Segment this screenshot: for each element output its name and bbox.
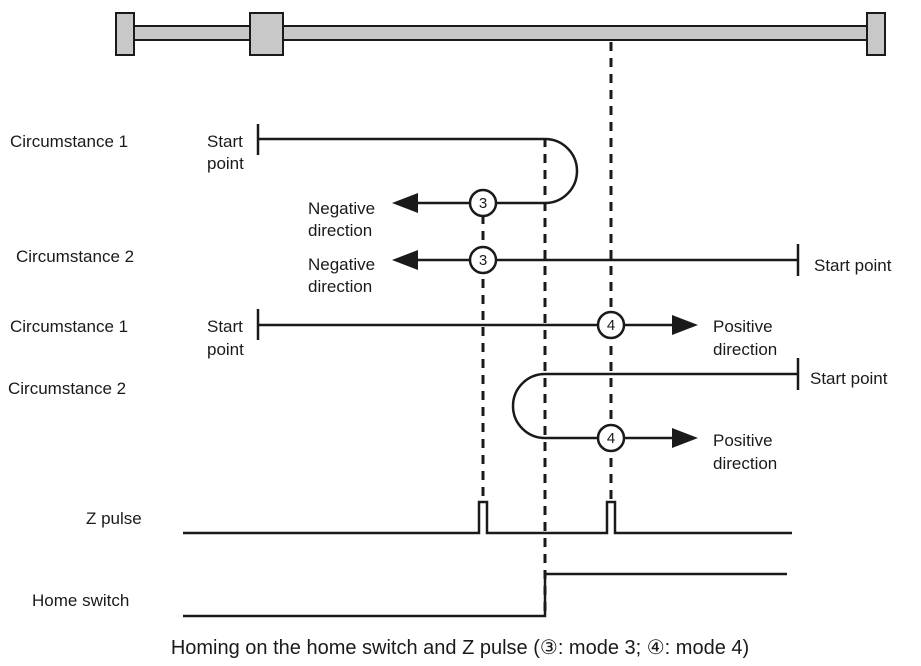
row2-circumstance-label: Circumstance 2 [16,247,134,266]
row4-arrowhead [672,428,698,448]
rail-left-end-block [115,12,135,56]
row1-start-label-line1: Start [207,132,243,151]
row4-direction-label-line1: Positive [713,431,773,450]
row1-circumstance-label: Circumstance 1 [10,132,128,151]
row-mode4-circumstance-2: Circumstance 2 4 Start point Positive di… [8,358,888,473]
row4-direction-label-line2: direction [713,454,777,473]
row1-start-label-line2: point [207,154,244,173]
row4-circumstance-label: Circumstance 2 [8,379,126,398]
row4-start-label: Start point [810,369,888,388]
row2-direction-label-line2: direction [308,277,372,296]
row3-mode4-marker-circle [596,310,626,340]
row1-arrowhead [392,193,418,213]
z-pulse-label: Z pulse [86,509,142,528]
row-mode3-circumstance-1: Circumstance 1 Start point 3 Negative di… [10,124,579,240]
row2-mode3-marker-text: 3 [479,252,487,269]
row1-direction-label-line2: direction [308,221,372,240]
row1-mode3-marker-text: 3 [479,195,487,212]
row-mode4-circumstance-1: Circumstance 1 Start point 4 Positive di… [10,309,777,359]
linear-axis-rail [115,12,886,56]
rail-right-end-block [866,12,886,56]
row3-mode4-marker-text: 4 [607,317,615,334]
z-pulse-waveform [183,500,792,535]
row4-path [511,372,798,440]
rail-bar [127,25,874,41]
home-switch-signal: Home switch [32,572,787,618]
row3-arrowhead [672,315,698,335]
row2-direction-label-line1: Negative [308,255,375,274]
row4-mode4-marker-text: 4 [607,430,615,447]
row-mode3-circumstance-2: Circumstance 2 3 Negative direction Star… [16,244,892,296]
row1-direction-label-line1: Negative [308,199,375,218]
row2-arrowhead [392,250,418,270]
row2-start-label: Start point [814,256,892,275]
row1-mode3-marker-circle [468,188,498,218]
row3-direction-label-line1: Positive [713,317,773,336]
home-switch-waveform [183,572,787,618]
rail-carriage-block [249,12,284,56]
home-switch-label: Home switch [32,591,129,610]
row3-direction-label-line2: direction [713,340,777,359]
row3-circumstance-label: Circumstance 1 [10,317,128,336]
row1-path [258,137,579,205]
row3-start-label-line1: Start [207,317,243,336]
row3-start-label-line2: point [207,340,244,359]
row2-mode3-marker-circle [468,245,498,275]
diagram-caption: Homing on the home switch and Z pulse (③… [171,637,749,659]
row4-mode4-marker-circle [596,423,626,453]
z-pulse-signal: Z pulse [86,500,792,535]
